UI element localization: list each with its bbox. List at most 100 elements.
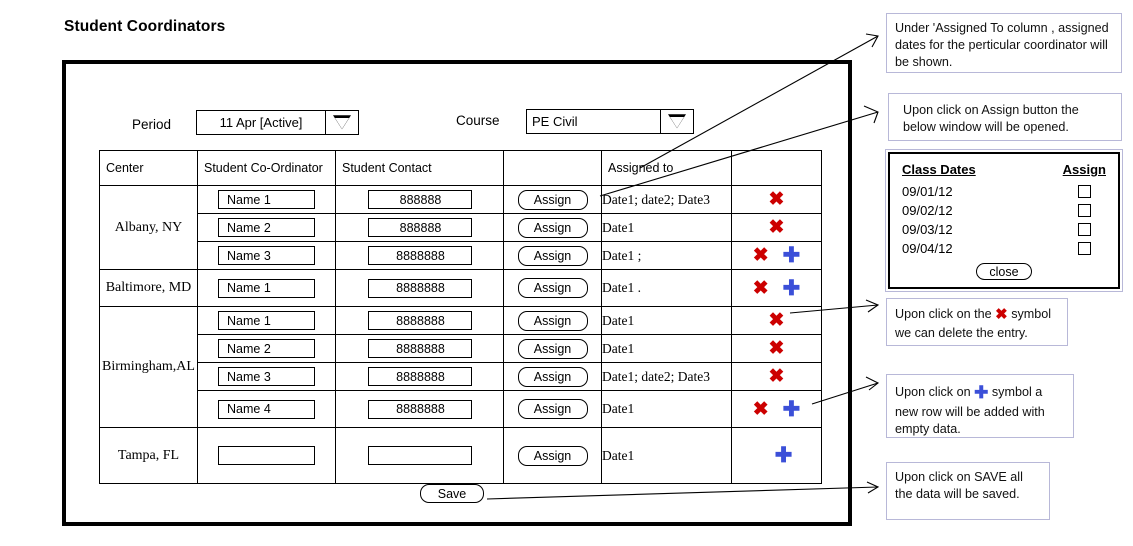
assigned-to-cell: Date1 xyxy=(601,334,732,363)
actions-cell: ✖ xyxy=(731,213,822,242)
contact-cell: 8888888 xyxy=(335,306,504,335)
popup-date-row: 09/02/12 xyxy=(902,201,1106,220)
contact-cell: 8888888 xyxy=(335,269,504,307)
popup-date-row: 09/03/12 xyxy=(902,220,1106,239)
assign-cell: Assign xyxy=(503,334,602,363)
coordinators-table: Center Student Co-Ordinator Student Cont… xyxy=(99,150,822,484)
student-contact-input[interactable] xyxy=(367,446,472,465)
actions-cell: ✖✚ xyxy=(731,390,822,428)
close-button[interactable]: close xyxy=(976,263,1032,280)
popup-header-row: Class Dates Assign xyxy=(902,162,1106,177)
coordinator-name-input[interactable]: Name 1 xyxy=(218,190,315,209)
add-row-icon[interactable]: ✚ xyxy=(782,397,801,421)
course-label: Course xyxy=(456,113,500,128)
table-row: Name 2 8888888 Assign Date1 ✖ xyxy=(100,334,822,363)
contact-cell: 8888888 xyxy=(335,390,504,428)
assign-cell: Assign xyxy=(503,362,602,391)
delete-icon[interactable]: ✖ xyxy=(768,189,785,210)
coordinator-name-input[interactable] xyxy=(218,446,315,465)
callout-add-text-before: Upon click on xyxy=(895,385,971,399)
assigned-to-cell: Date1 xyxy=(601,213,732,242)
coordinator-name-input[interactable]: Name 1 xyxy=(218,311,315,330)
delete-icon[interactable]: ✖ xyxy=(768,217,785,238)
delete-icon[interactable]: ✖ xyxy=(768,310,785,331)
assign-cell: Assign xyxy=(503,269,602,307)
assign-button[interactable]: Assign xyxy=(517,245,588,266)
student-contact-input[interactable]: 8888888 xyxy=(367,367,472,386)
assign-checkbox[interactable] xyxy=(1078,204,1091,217)
delete-icon[interactable]: ✖ xyxy=(752,277,769,299)
assign-button[interactable]: Assign xyxy=(517,445,588,466)
coordinator-name-input[interactable]: Name 2 xyxy=(218,339,315,358)
assigned-to-cell: Date1; date2; Date3 xyxy=(601,362,732,391)
assigned-to-cell: Date1 . xyxy=(601,269,732,307)
student-contact-input[interactable]: 8888888 xyxy=(367,399,472,419)
page-title: Student Coordinators xyxy=(64,18,226,35)
student-contact-input[interactable]: 888888 xyxy=(367,218,472,237)
period-dropdown[interactable]: 11 Apr [Active] xyxy=(196,110,359,135)
course-dropdown[interactable]: PE Civil xyxy=(526,109,694,134)
coordinator-cell xyxy=(197,427,336,484)
assigned-to-cell: Date1; date2; Date3 xyxy=(601,185,732,214)
assign-checkbox[interactable] xyxy=(1078,185,1091,198)
add-row-icon[interactable]: ✚ xyxy=(774,444,793,467)
assigned-to-cell: Date1 xyxy=(601,306,732,335)
student-contact-input[interactable]: 8888888 xyxy=(367,311,472,330)
coordinator-cell: Name 3 xyxy=(197,241,336,270)
assign-cell: Assign xyxy=(503,241,602,270)
coordinator-cell: Name 4 xyxy=(197,390,336,428)
class-date-label: 09/03/12 xyxy=(902,222,953,237)
assigned-to-cell: Date1 xyxy=(601,390,732,428)
coordinator-name-input[interactable]: Name 1 xyxy=(218,278,315,298)
chevron-down-icon[interactable] xyxy=(325,111,358,134)
actions-cell: ✖ xyxy=(731,306,822,335)
delete-icon[interactable]: ✖ xyxy=(752,398,769,420)
student-contact-input[interactable]: 888888 xyxy=(367,190,472,209)
assign-button[interactable]: Assign xyxy=(517,338,588,359)
delete-icon[interactable]: ✖ xyxy=(752,245,769,266)
student-contact-input[interactable]: 8888888 xyxy=(367,278,472,298)
period-label: Period xyxy=(132,117,172,132)
contact-cell: 888888 xyxy=(335,213,504,242)
callout-add-icon: Upon click on ✚ symbol a new row will be… xyxy=(886,374,1074,438)
student-contact-input[interactable]: 8888888 xyxy=(367,246,472,265)
assign-checkbox[interactable] xyxy=(1078,242,1091,255)
chevron-down-icon[interactable] xyxy=(660,110,693,133)
callout-delete-text-after: symbol we can delete the entry. xyxy=(895,307,1052,341)
coordinator-cell: Name 2 xyxy=(197,334,336,363)
contact-cell: 8888888 xyxy=(335,362,504,391)
assign-button[interactable]: Assign xyxy=(517,189,588,210)
assign-checkbox[interactable] xyxy=(1078,223,1091,236)
delete-icon[interactable]: ✖ xyxy=(768,338,785,359)
student-contact-input[interactable]: 8888888 xyxy=(367,339,472,358)
coordinator-name-input[interactable]: Name 2 xyxy=(218,218,315,237)
assign-button[interactable]: Assign xyxy=(517,366,588,387)
coordinator-name-input[interactable]: Name 4 xyxy=(218,399,315,419)
header-actions xyxy=(731,150,822,186)
coordinator-name-input[interactable]: Name 3 xyxy=(218,367,315,386)
assign-button[interactable]: Assign xyxy=(517,217,588,238)
period-value: 11 Apr [Active] xyxy=(219,115,303,130)
actions-cell: ✖ xyxy=(731,334,822,363)
assign-button[interactable]: Assign xyxy=(517,278,588,298)
save-button[interactable]: Save xyxy=(420,484,484,503)
assign-button[interactable]: Assign xyxy=(517,310,588,331)
delete-icon[interactable]: ✖ xyxy=(768,366,785,387)
assign-button[interactable]: Assign xyxy=(517,399,588,419)
contact-cell: 8888888 xyxy=(335,334,504,363)
coordinator-name-input[interactable]: Name 3 xyxy=(218,246,315,265)
assign-cell: Assign xyxy=(503,213,602,242)
add-row-icon[interactable]: ✚ xyxy=(782,244,801,267)
callout-add-text-after: symbol a new row will be added with empt… xyxy=(895,385,1045,437)
callout-save: Upon click on SAVE all the data will be … xyxy=(886,462,1050,520)
contact-cell: 8888888 xyxy=(335,241,504,270)
header-center: Center xyxy=(99,150,198,186)
popup-date-row: 09/04/12 xyxy=(902,239,1106,258)
assign-cell: Assign xyxy=(503,427,602,484)
add-row-icon[interactable]: ✚ xyxy=(782,276,801,300)
